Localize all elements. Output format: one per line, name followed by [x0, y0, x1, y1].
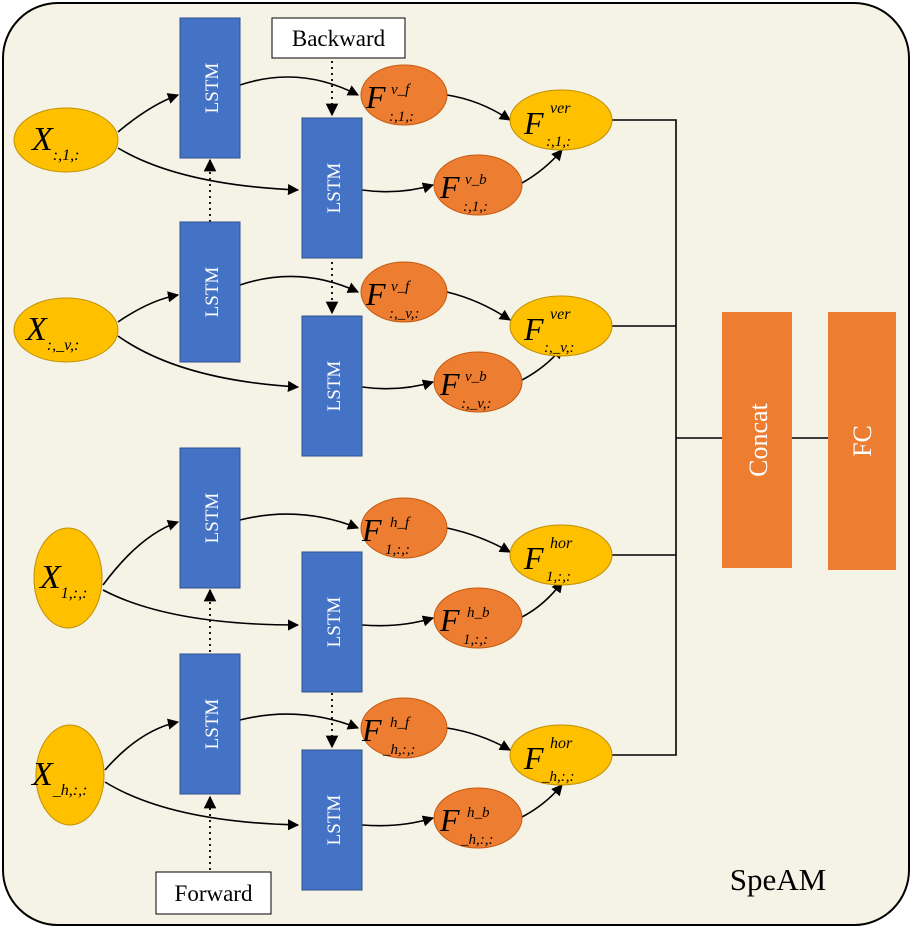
svg-text:_h,:,:: _h,:,:: [460, 832, 494, 848]
svg-text:Concat: Concat: [744, 402, 773, 476]
svg-text:ver: ver: [550, 100, 571, 117]
lstm-block: LSTM: [179, 221, 241, 363]
svg-text:LSTM: LSTM: [202, 267, 223, 318]
svg-text:v_b: v_b: [465, 369, 487, 385]
svg-text:h_f: h_f: [390, 515, 411, 531]
svg-text::,1,:: :,1,:: [463, 199, 488, 215]
svg-text:X_h,:,:: X_h,:,:: [30, 756, 87, 799]
lstm-block: LSTM: [301, 315, 363, 457]
merged-node-hor-h: F hor _h,:,:: [509, 724, 613, 786]
merged-node-hor-1: F hor 1,:,:: [509, 524, 613, 586]
svg-text:ver: ver: [550, 306, 571, 323]
feature-node-vv-forward: F v_f :,_v,:: [360, 261, 448, 323]
svg-text:v_f: v_f: [391, 279, 411, 295]
svg-text:hor: hor: [550, 735, 573, 752]
svg-text:F: F: [439, 802, 460, 838]
lstm-block: LSTM: [179, 653, 241, 795]
svg-text:h_b: h_b: [467, 605, 490, 621]
svg-text:v_b: v_b: [465, 172, 487, 188]
feature-node-h1-backward: F h_b 1,:,:: [433, 587, 523, 649]
svg-text:hor: hor: [550, 535, 573, 552]
lstm-block: LSTM: [179, 17, 241, 159]
svg-text:X1,:,:: X1,:,:: [38, 559, 87, 602]
input-nodes: X:,1,: X:,_v,: X1,:,: X_h,:,:: [13, 107, 119, 826]
svg-text:X:,1,:: X:,1,:: [30, 121, 79, 164]
svg-text:F: F: [439, 602, 460, 638]
input-node-x-v1: X:,1,:: [13, 107, 119, 173]
input-node-x-vv: X:,_v,:: [13, 297, 119, 363]
svg-text:h_f: h_f: [390, 715, 411, 731]
lstm-block: LSTM: [179, 447, 241, 589]
svg-text:LSTM: LSTM: [324, 597, 345, 648]
svg-text:F: F: [439, 169, 460, 205]
lstm-block: LSTM: [301, 551, 363, 693]
merged-nodes: F ver :,1,: F ver :,_v,: F hor 1,:,: F h…: [509, 89, 613, 786]
svg-text:LSTM: LSTM: [202, 699, 223, 750]
merged-node-ver-1: F ver :,1,:: [509, 89, 613, 151]
feature-node-v1-forward: F v_f :,1,:: [360, 64, 448, 126]
svg-text:F: F: [523, 740, 544, 776]
input-node-x-h1: X1,:,:: [33, 527, 103, 629]
svg-text::,_v,:: :,_v,:: [461, 396, 492, 412]
lstm-block: LSTM: [301, 749, 363, 891]
svg-text::,1,:: :,1,:: [389, 109, 414, 125]
svg-text:LSTM: LSTM: [324, 361, 345, 412]
svg-text:F: F: [365, 276, 386, 312]
svg-text:1,:,:: 1,:,:: [463, 632, 488, 648]
svg-text:LSTM: LSTM: [202, 493, 223, 544]
input-node-x-hh: X_h,:,:: [30, 724, 105, 826]
svg-text:v_f: v_f: [391, 82, 411, 98]
svg-text:F: F: [523, 540, 544, 576]
feature-node-hh-backward: F h_b _h,:,:: [433, 787, 523, 849]
lstm-blocks: LSTM LSTM LSTM LSTM LSTM LSTM LSTM LSTM: [179, 17, 363, 891]
backward-label: Backward: [271, 17, 406, 59]
svg-text:_h,:,:: _h,:,:: [541, 769, 575, 785]
svg-text:1,:,:: 1,:,:: [546, 569, 571, 585]
module-title: SpeAM: [730, 862, 826, 897]
svg-text:F: F: [439, 366, 460, 402]
fc-block: FC: [828, 312, 896, 570]
svg-text:F: F: [365, 79, 386, 115]
svg-text:F: F: [361, 512, 382, 548]
svg-text:LSTM: LSTM: [202, 63, 223, 114]
svg-text:FC: FC: [848, 425, 877, 457]
svg-text:X:,_v,:: X:,_v,:: [24, 311, 79, 354]
feature-node-hh-forward: F h_f _h,:,:: [360, 697, 448, 759]
svg-text:1,:,:: 1,:,:: [385, 542, 410, 558]
merged-node-ver-v: F ver :,_v,:: [509, 295, 613, 357]
svg-text::,_v,:: :,_v,:: [544, 340, 575, 356]
svg-text:h_b: h_b: [467, 805, 490, 821]
feature-node-v1-backward: F v_b :,1,:: [433, 154, 523, 216]
feature-node-h1-forward: F h_f 1,:,:: [360, 497, 448, 559]
svg-text:F: F: [523, 105, 544, 141]
recurrent-arrows: [203, 55, 339, 870]
svg-text:Backward: Backward: [292, 26, 386, 51]
svg-text:LSTM: LSTM: [324, 163, 345, 214]
concat-block: Concat: [722, 312, 792, 568]
forward-label: Forward: [155, 871, 272, 915]
lstm-block: LSTM: [301, 117, 363, 259]
svg-text:F: F: [523, 311, 544, 347]
feature-node-vv-backward: F v_b :,_v,:: [433, 351, 523, 413]
svg-text::,_v,:: :,_v,:: [389, 306, 420, 322]
svg-text:LSTM: LSTM: [324, 795, 345, 846]
svg-text::,1,:: :,1,:: [546, 134, 571, 150]
svg-text:F: F: [361, 712, 382, 748]
svg-text:_h,:,:: _h,:,:: [382, 742, 416, 758]
feature-nodes: F v_f :,1,: F v_b :,1,: F v_f :,_v,: F v…: [360, 64, 523, 849]
svg-text:Forward: Forward: [175, 881, 253, 906]
